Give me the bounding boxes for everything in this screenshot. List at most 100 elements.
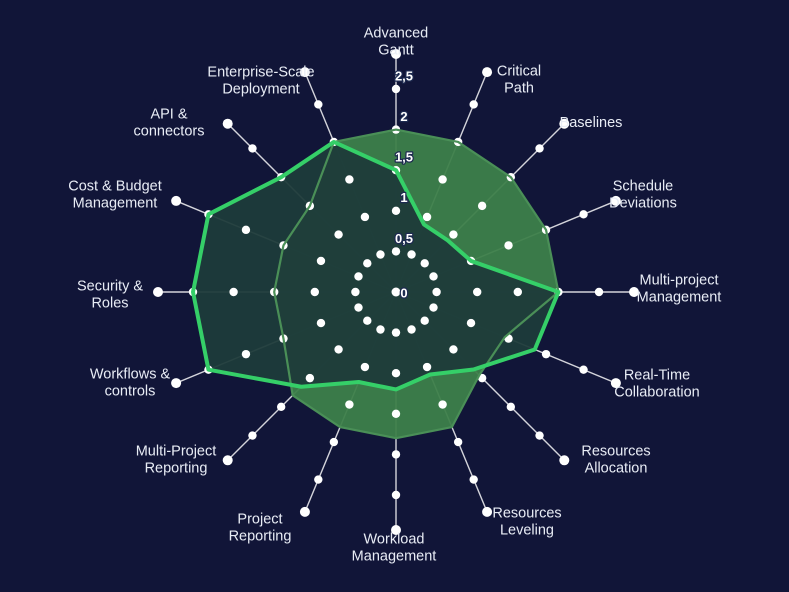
axis-dot (594, 287, 604, 297)
axis-dot (469, 100, 478, 109)
axis-dot (391, 247, 401, 256)
axis-end-dot (391, 49, 401, 59)
series-outline-1 (191, 139, 561, 392)
axis-dot (477, 201, 487, 211)
radial-tick-label: 2,5 (395, 68, 413, 83)
axis-end-dot (171, 195, 182, 206)
axis-dot (422, 212, 432, 222)
axis-dot (469, 475, 478, 484)
axis-dot (360, 362, 370, 372)
axis-end-dot (559, 455, 570, 466)
axis-dot (453, 437, 463, 447)
axis-dot (276, 402, 286, 412)
axis-center-dot (391, 287, 401, 297)
axis-end-dot (482, 67, 493, 78)
series-outline-0 (273, 128, 560, 440)
axis-dot (449, 345, 458, 354)
series-fill-1 (193, 141, 559, 390)
axis-dot (391, 328, 401, 337)
axis-dot (360, 212, 370, 222)
radial-tick-label: 0,5 (395, 231, 413, 246)
category-label-14: API &connectors (134, 106, 205, 139)
axis-end-dot (222, 455, 233, 466)
axis-end-dot (559, 118, 570, 129)
series-outlines (191, 128, 561, 440)
axis-dot (354, 303, 363, 312)
radial-tick-label: 2 (400, 109, 407, 124)
axis-dot (248, 144, 257, 153)
axis-dot (354, 272, 363, 281)
axis-dot (422, 362, 432, 372)
axis-dot (391, 206, 401, 215)
axis-end-dot (391, 525, 401, 535)
axis-dot (432, 287, 441, 297)
axis-dot (506, 402, 516, 412)
axis-end-dot (299, 506, 310, 517)
axis-dot (363, 316, 372, 325)
category-label-2: Baselines (560, 115, 623, 131)
axis-dot (241, 349, 251, 359)
axis-end-dot (171, 378, 182, 389)
axis-dot (438, 175, 447, 184)
radial-tick-label: 1 (400, 190, 407, 205)
axis-end-dot (482, 506, 493, 517)
category-label-11: Workflows &controls (90, 366, 171, 399)
axis-end-dot (299, 67, 310, 78)
axis-end-dot (222, 118, 233, 129)
axis-dot (391, 369, 401, 378)
axis-dot (363, 259, 372, 268)
axis-dot (466, 318, 476, 328)
axis-dot (391, 490, 401, 500)
axis-dot (579, 210, 588, 219)
axis-end-dot (629, 287, 639, 297)
axis-dot (391, 450, 401, 459)
series-fills (193, 129, 559, 439)
axis-dot (541, 349, 551, 359)
axis-dot (316, 256, 326, 266)
axis-tick-dots (153, 49, 639, 535)
axis-dot (449, 230, 458, 239)
axis-end-dot (153, 287, 163, 297)
axis-dot (376, 250, 385, 259)
axis-dot (473, 287, 482, 297)
axis-dot (345, 400, 354, 409)
radial-tick-label: 1,5 (395, 150, 413, 165)
axis-dot (241, 225, 251, 235)
axis-dot (314, 475, 323, 484)
axis-dot (376, 325, 385, 334)
axis-dot (305, 373, 315, 383)
axis-dot (429, 272, 438, 281)
axis-dot (420, 316, 429, 325)
axis-end-dot (610, 195, 621, 206)
axis-dot (407, 250, 416, 259)
axis-dot (351, 287, 360, 297)
category-label-12: Security &Roles (77, 278, 143, 311)
axis-dot (535, 144, 544, 153)
axis-dot (504, 241, 513, 250)
axis-dot (579, 365, 588, 374)
axis-dot (407, 325, 416, 334)
axis-dot (329, 437, 339, 447)
axis-dot (420, 259, 429, 268)
axis-dot (314, 100, 323, 109)
axis-dot (513, 287, 522, 297)
axis-dot (248, 431, 257, 440)
axis-dot (229, 287, 238, 297)
axis-end-dot (610, 378, 621, 389)
axis-dot (391, 84, 401, 94)
axis-dot (334, 230, 343, 239)
